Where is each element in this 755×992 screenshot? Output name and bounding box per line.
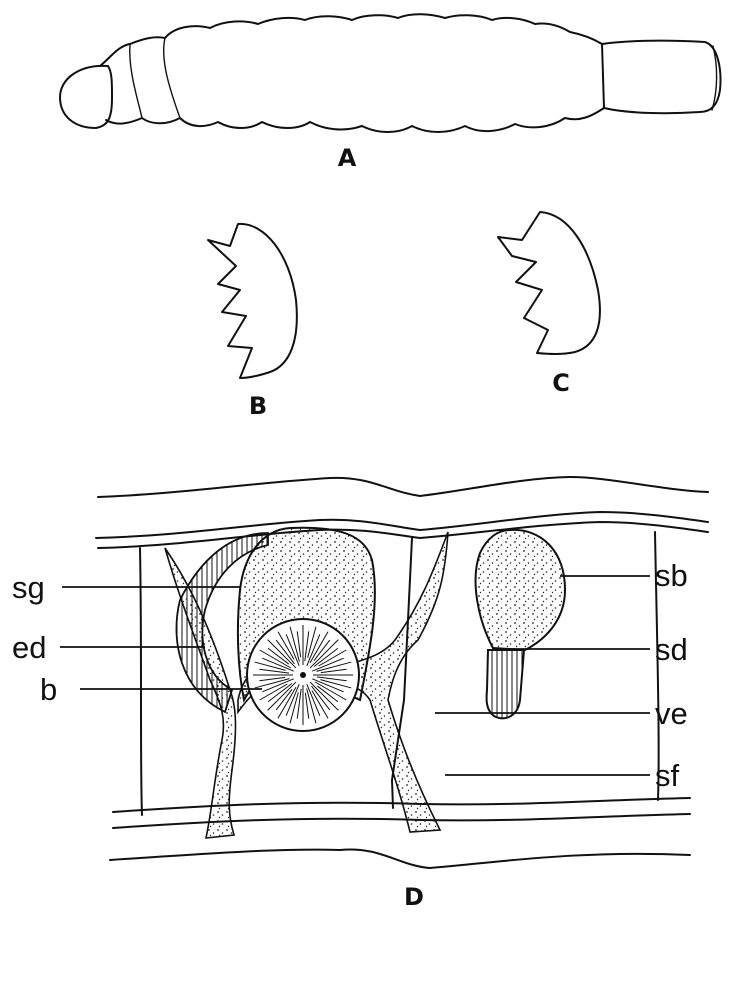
label-sd: sd — [655, 632, 688, 667]
label-sg: sg — [12, 570, 45, 605]
label-ed: ed — [12, 630, 46, 665]
label-sb: sb — [655, 558, 688, 593]
mandible-c — [498, 212, 600, 354]
figure-label-c: C — [552, 369, 570, 397]
figure-label-a: A — [338, 144, 357, 172]
label-b: b — [40, 672, 57, 707]
figure-label-b: B — [249, 392, 267, 420]
salivary-bulb — [476, 530, 565, 650]
label-ve: ve — [655, 696, 688, 731]
label-sf: sf — [655, 758, 680, 793]
salivary-duct — [487, 650, 524, 718]
figure-label-d: D — [404, 883, 424, 911]
mandible-b — [208, 224, 297, 378]
brain — [247, 619, 359, 731]
larva-outline — [60, 14, 720, 132]
